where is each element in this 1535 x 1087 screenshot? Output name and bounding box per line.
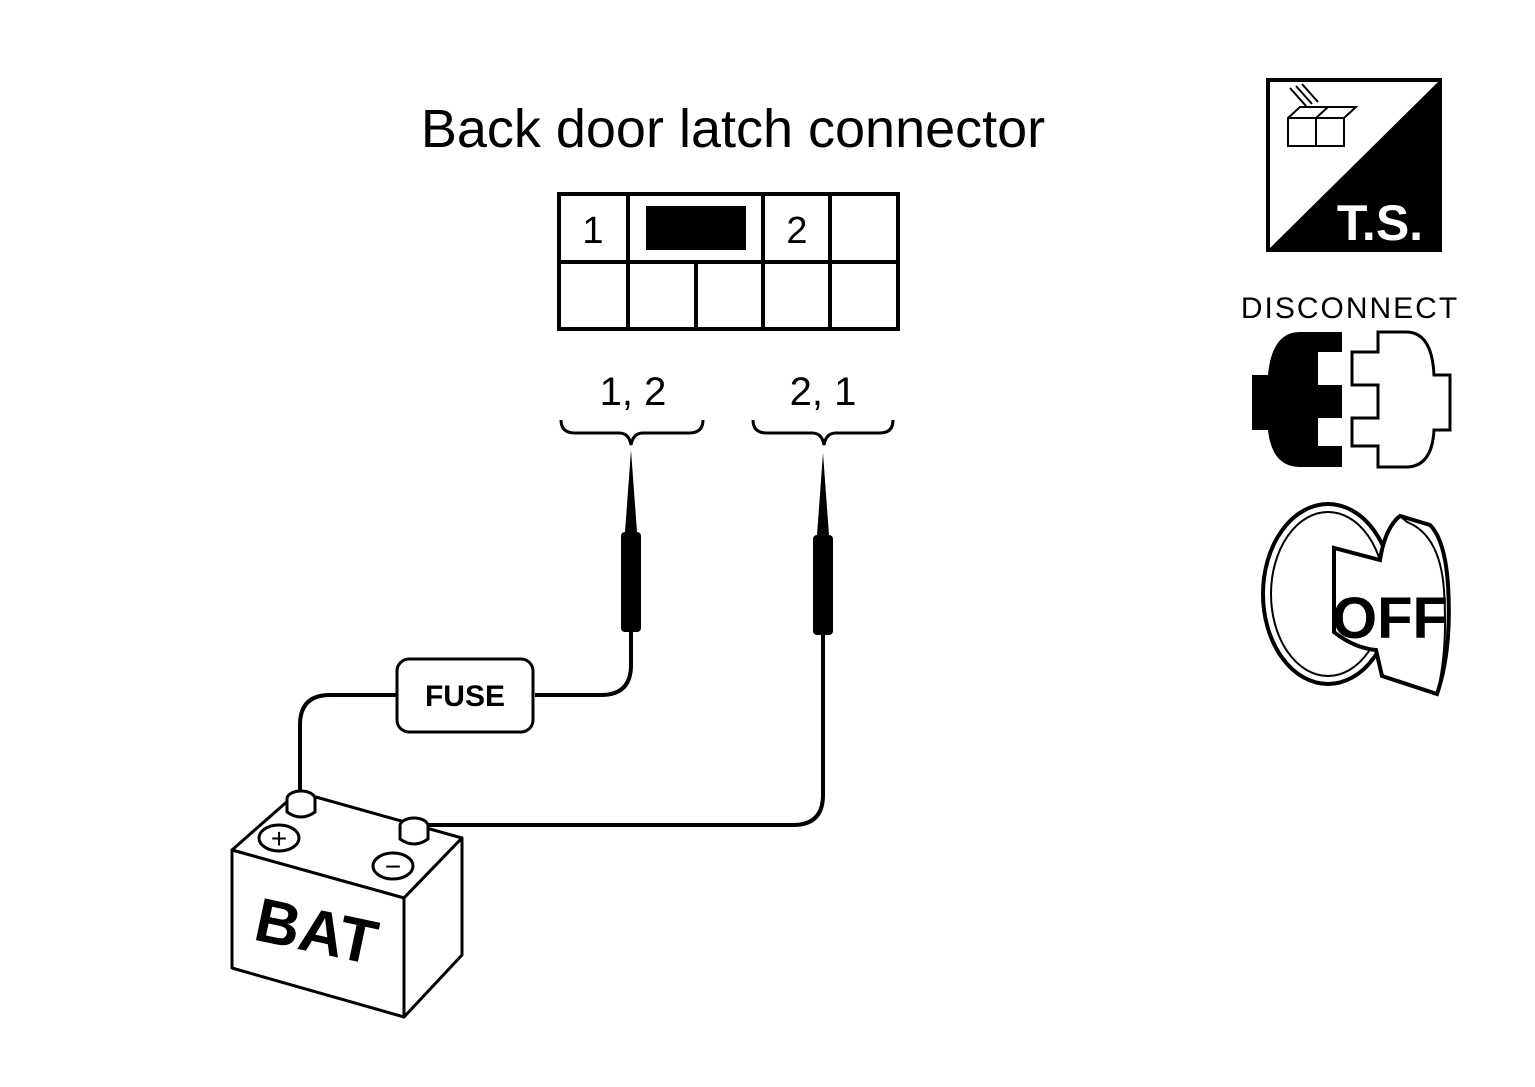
ts-label: T.S.: [1337, 195, 1423, 251]
battery-negative-symbol: −: [385, 851, 401, 882]
connector-face: [557, 192, 900, 331]
connector-pin-2-label: 2: [786, 210, 807, 252]
right-probe-terminal-label: 2, 1: [790, 370, 857, 414]
connector-socket-shape: [1350, 330, 1452, 469]
connector-plug-shape: [1252, 332, 1342, 467]
diagram-title: Back door latch connector: [421, 99, 1045, 159]
right-probe-brace: [751, 419, 895, 446]
fuse-to-battery-wire: [298, 693, 397, 795]
disconnect-icon: DISCONNECT: [1241, 292, 1459, 469]
battery-positive-symbol: +: [271, 823, 287, 854]
left-probe-brace: [559, 419, 705, 446]
right-test-probe: [428, 453, 833, 827]
connector-pin-1-label: 1: [582, 210, 603, 252]
left-test-probe: [535, 450, 641, 697]
battery: [230, 789, 464, 1019]
troubleshooting-icon: T.S.: [1266, 78, 1442, 252]
disconnect-label: DISCONNECT: [1241, 292, 1459, 325]
left-probe-terminal-label: 1, 2: [600, 370, 667, 414]
fuse-label: FUSE: [425, 680, 505, 713]
ignition-off-label: OFF: [1332, 586, 1448, 651]
ignition-off-icon: OFF: [1261, 502, 1451, 697]
connector-lock-tab: [646, 206, 746, 250]
